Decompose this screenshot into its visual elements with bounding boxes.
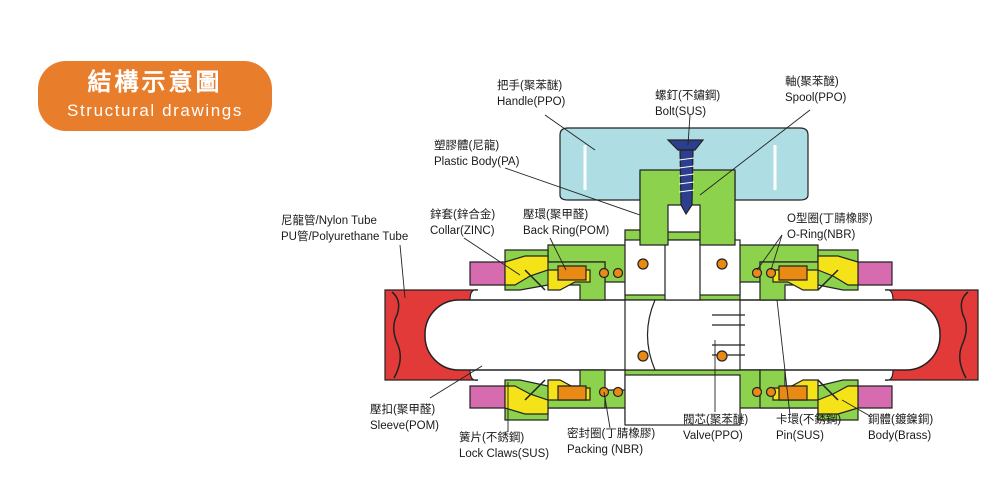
label-tube-en: PU管/Polyurethane Tube [281,231,409,243]
back-rings [557,265,808,401]
label-handle-en: Handle(PPO) [497,96,566,108]
label-lockclaws-en: Lock Claws(SUS) [459,448,550,460]
label-o-ring: O型圈(丁腈橡膠) O-Ring(NBR) [787,211,873,243]
label-pin-en: Pin(SUS) [776,430,824,442]
label-valve-en: Valve(PPO) [683,430,743,442]
title-badge: 結構示意圖 Structural drawings [38,61,272,131]
label-bolt: 螺釘(不鏽鋼) Bolt(SUS) [655,88,720,120]
label-sleeve-en: Sleeve(POM) [370,420,440,432]
label-bodybrass-en: Body(Brass) [868,430,932,442]
label-collar-en: Collar(ZINC) [430,225,495,237]
label-backring-zh: 壓環(聚甲醛) [523,209,589,221]
label-bolt-en: Bolt(SUS) [655,106,707,118]
label-collar: 鋅套(鋅合金) Collar(ZINC) [430,207,495,239]
label-bolt-zh: 螺釘(不鏽鋼) [655,90,721,102]
label-packing-en: Packing (NBR) [567,444,644,456]
label-oring-zh: O型圈(丁腈橡膠) [787,213,873,225]
label-backring-en: Back Ring(POM) [523,225,610,237]
label-spool: 軸(聚苯醚) Spool(PPO) [785,74,846,106]
label-spool-zh: 軸(聚苯醚) [785,76,839,88]
leader-lines [399,109,871,432]
label-collar-zh: 鋅套(鋅合金) [430,209,496,221]
label-handle: 把手(聚苯醚) Handle(PPO) [497,78,565,110]
label-body-brass: 銅體(鍍鎳銅) Body(Brass) [868,412,933,444]
label-plastic-body: 塑膠體(尼龍) Plastic Body(PA) [434,138,519,170]
label-plastic-zh: 塑膠體(尼龍) [434,140,500,152]
badge-title: 結構示意圖 [87,69,223,96]
label-sleeve: 壓扣(聚甲醛) Sleeve(POM) [370,402,439,434]
label-packing-zh: 密封圈(丁腈橡膠) [567,428,656,440]
label-valve-zh: 閥芯(聚苯醚) [683,414,749,426]
label-tube-zh: 尼龍管/Nylon Tube [281,215,377,227]
label-oring-en: O-Ring(NBR) [787,229,856,241]
label-bodybrass-zh: 銅體(鍍鎳銅) [868,414,934,426]
label-sleeve-zh: 壓扣(聚甲醛) [370,404,436,416]
label-pin-zh: 卡環(不銹鋼) [776,414,842,426]
label-plastic-en: Plastic Body(PA) [434,156,520,168]
bolt [666,139,705,216]
badge-subtitle: Structural drawings [67,101,243,120]
label-valve: 閥芯(聚苯醚) Valve(PPO) [683,412,748,444]
spool [639,169,736,246]
label-pin: 卡環(不銹鋼) Pin(SUS) [776,412,841,444]
label-back-ring: 壓環(聚甲醛) Back Ring(POM) [523,207,609,239]
label-tube: 尼龍管/Nylon Tube PU管/Polyurethane Tube [281,213,408,245]
lock-claws [524,269,839,401]
label-spool-en: Spool(PPO) [785,92,847,104]
o-rings [598,258,777,398]
label-lockclaws-zh: 簧片(不銹鋼) [459,432,525,444]
label-handle-zh: 把手(聚苯醚) [497,80,563,92]
label-packing: 密封圈(丁腈橡膠) Packing (NBR) [567,426,655,458]
label-lock-claws: 簧片(不銹鋼) Lock Claws(SUS) [459,430,549,462]
